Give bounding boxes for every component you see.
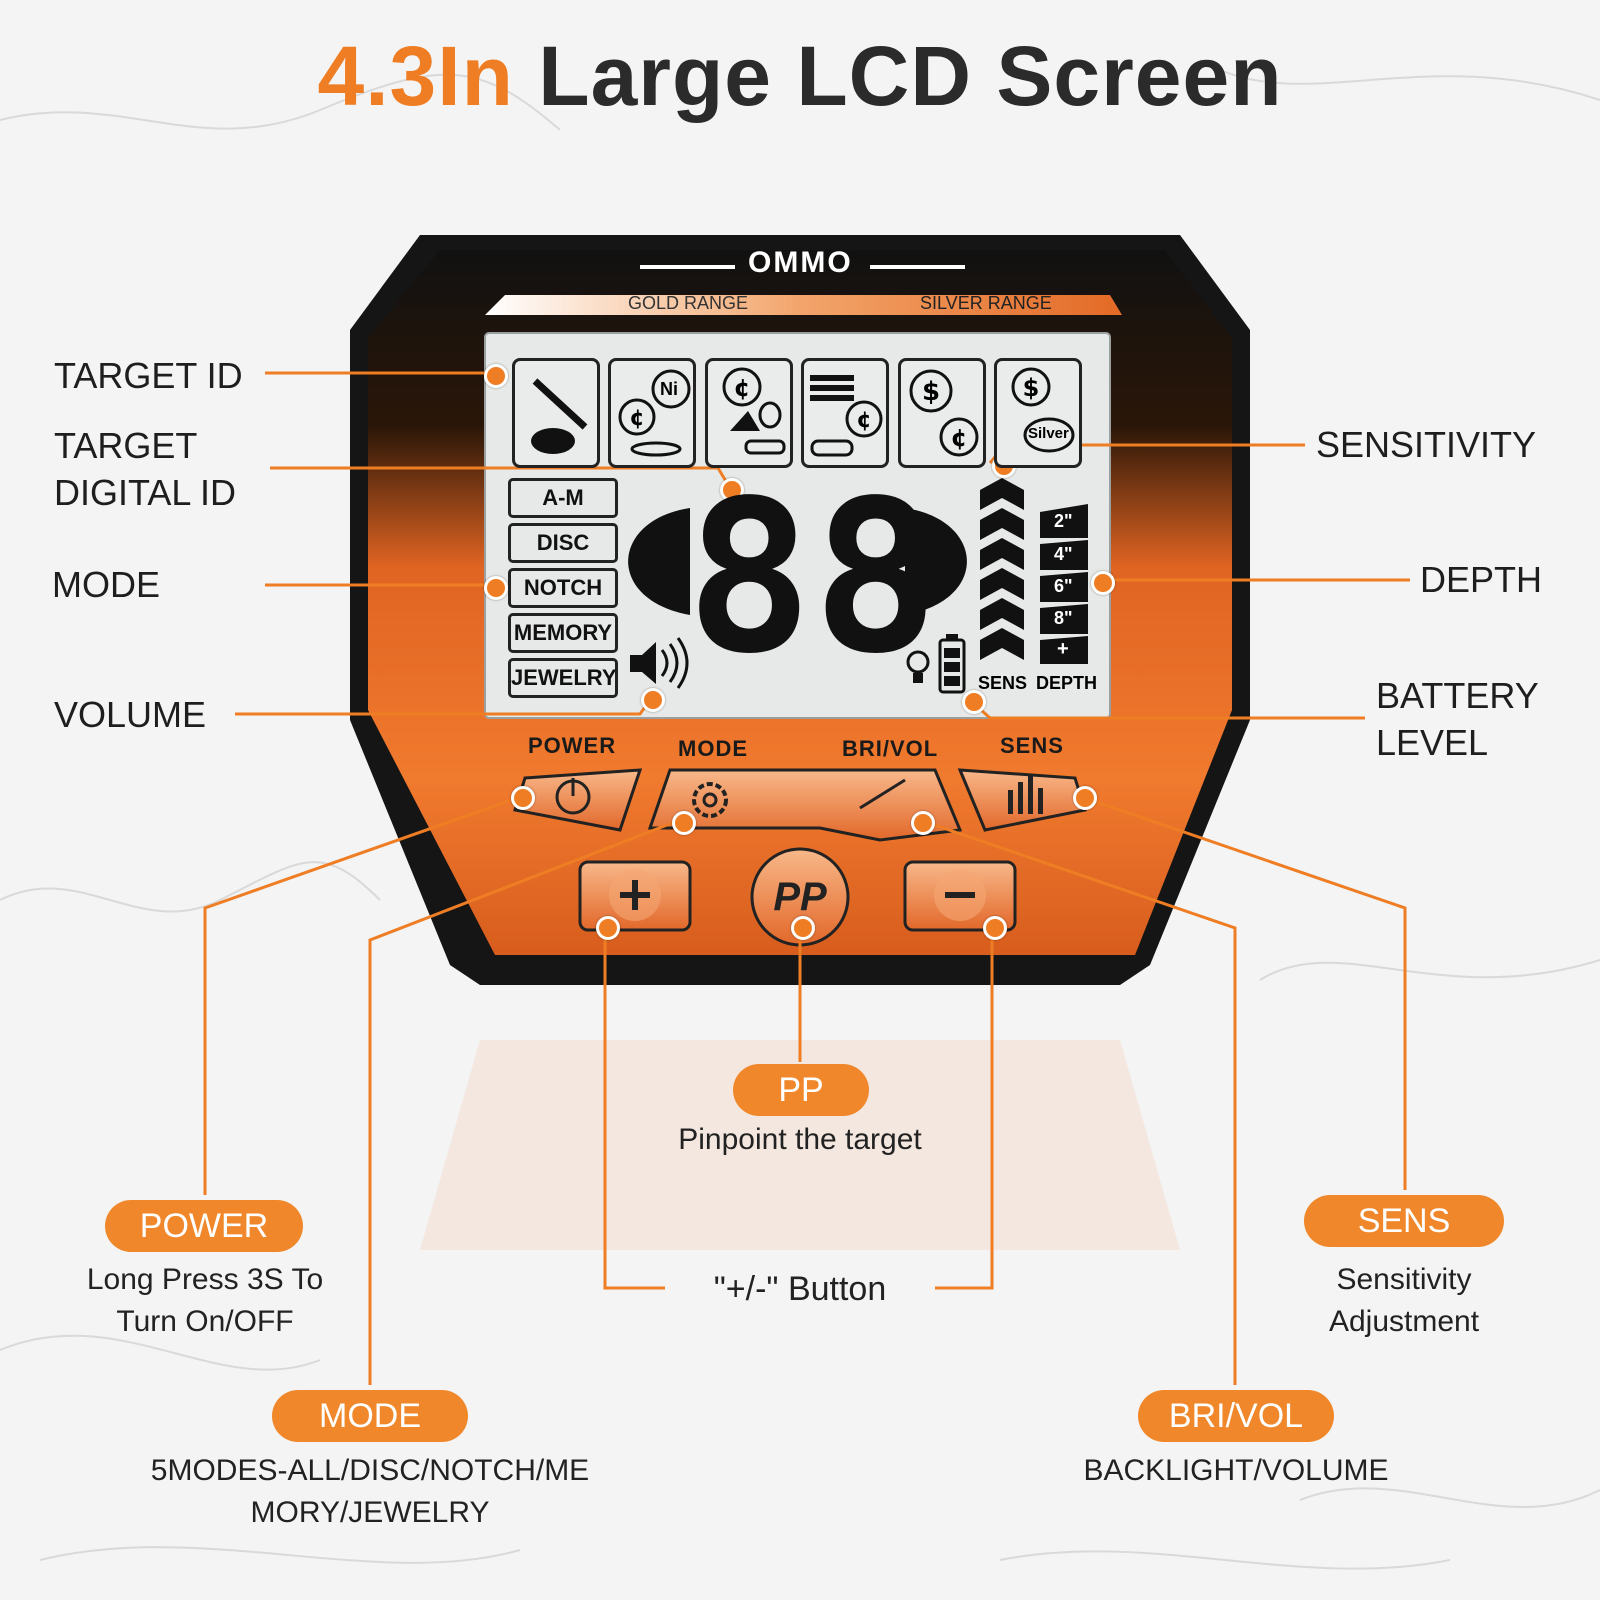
plus-button[interactable] (580, 862, 690, 930)
dot-brivol-btn (911, 811, 935, 835)
title-rest: Large LCD Screen (538, 29, 1283, 123)
callout-sensitivity: SENSITIVITY (1316, 424, 1537, 465)
svg-text:$: $ (922, 377, 940, 407)
brand-logo: OMMO (748, 246, 853, 279)
target-icon-nickel: ¢ Ni (608, 358, 696, 468)
pp-desc: Pinpoint the target (678, 1123, 922, 1156)
depth-caption: DEPTH (1036, 673, 1098, 693)
mode-disc: DISC (508, 523, 618, 563)
mode-desc-line1: 5MODES-ALL/DISC/NOTCH/ME (150, 1454, 590, 1487)
plus-minus-desc: "+/-" Button (713, 1270, 887, 1308)
dot-power-btn (511, 786, 535, 810)
power-desc-line2: Turn On/OFF (116, 1305, 294, 1338)
mode-button-label: MODE (678, 736, 748, 761)
target-icon-zinc: ¢ (801, 358, 889, 468)
sens-pill: SENS (1304, 1195, 1504, 1247)
mode-am: A-M (508, 478, 618, 518)
svg-text:¢: ¢ (951, 424, 968, 452)
pp-pill: PP (733, 1064, 869, 1116)
mode-jewelry: JEWELRY (508, 658, 618, 698)
mode-notch: NOTCH (508, 568, 618, 608)
pp-button[interactable]: PP (773, 875, 827, 919)
depth-8: 8" (1054, 608, 1073, 628)
callout-target-digital-id-line1: TARGET (54, 425, 198, 466)
svg-text:¢: ¢ (856, 408, 871, 433)
brivol-button-label: BRI/VOL (842, 736, 939, 761)
silver-text: Silver (1028, 425, 1069, 442)
silver-range-label: SILVER RANGE (920, 293, 1052, 313)
power-button-label: POWER (528, 733, 617, 758)
dot-depth (1091, 571, 1115, 595)
mode-pill: MODE (272, 1390, 468, 1442)
digital-id-display: 88 (686, 455, 939, 700)
title-accent: 4.3In (317, 29, 514, 123)
callout-battery-line1: BATTERY (1376, 675, 1539, 716)
page-title: 4.3In Large LCD Screen (0, 28, 1600, 125)
depth-2: 2" (1054, 511, 1073, 531)
power-button[interactable] (515, 770, 640, 830)
mode-memory: MEMORY (508, 613, 618, 653)
dot-sens-btn (1073, 786, 1097, 810)
dot-battery (962, 690, 986, 714)
mode-desc-line2: MORY/JEWELRY (250, 1496, 490, 1529)
depth-4: 4" (1054, 544, 1073, 564)
depth-6: 6" (1054, 576, 1073, 596)
gold-range-label: GOLD RANGE (628, 293, 749, 313)
dot-pp-btn (791, 916, 815, 940)
callout-target-digital-id-line2: DIGITAL ID (54, 472, 237, 513)
power-pill: POWER (105, 1200, 303, 1252)
sens-button[interactable] (960, 770, 1085, 830)
mode-button[interactable] (650, 770, 790, 830)
callout-depth: DEPTH (1420, 559, 1543, 600)
callout-mode: MODE (52, 564, 160, 605)
brivol-desc: BACKLIGHT/VOLUME (1083, 1454, 1389, 1487)
nickel-text: Ni (660, 379, 678, 399)
dot-mode-btn (672, 811, 696, 835)
dot-plus-btn (596, 916, 620, 940)
sens-desc-line2: Adjustment (1328, 1305, 1480, 1338)
brivol-pill: BRI/VOL (1138, 1390, 1334, 1442)
target-icon-iron (512, 358, 600, 468)
target-icon-copper: $¢ (898, 358, 986, 468)
svg-text:¢: ¢ (734, 374, 751, 402)
callout-volume: VOLUME (54, 694, 207, 735)
dot-minus-btn (983, 916, 1007, 940)
sens-desc-line1: Sensitivity (1336, 1263, 1472, 1296)
depth-plus: + (1057, 638, 1069, 660)
dot-mode (484, 576, 508, 600)
sens-caption: SENS (978, 673, 1028, 693)
minus-button[interactable] (905, 862, 1015, 930)
power-desc-line1: Long Press 3S To (86, 1263, 324, 1296)
svg-text:¢: ¢ (629, 406, 644, 431)
svg-text:$: $ (1023, 374, 1040, 402)
dot-target-id (484, 364, 508, 388)
dot-volume (641, 688, 665, 712)
callout-target-id: TARGET ID (54, 355, 243, 396)
dot-digital-id (720, 478, 744, 502)
target-icon-silver: $ Silver (994, 358, 1082, 468)
sens-button-label: SENS (1000, 733, 1064, 758)
brivol-button[interactable] (810, 770, 960, 830)
callout-battery-line2: LEVEL (1376, 722, 1489, 763)
target-icon-pulltab: ¢ (705, 358, 793, 468)
